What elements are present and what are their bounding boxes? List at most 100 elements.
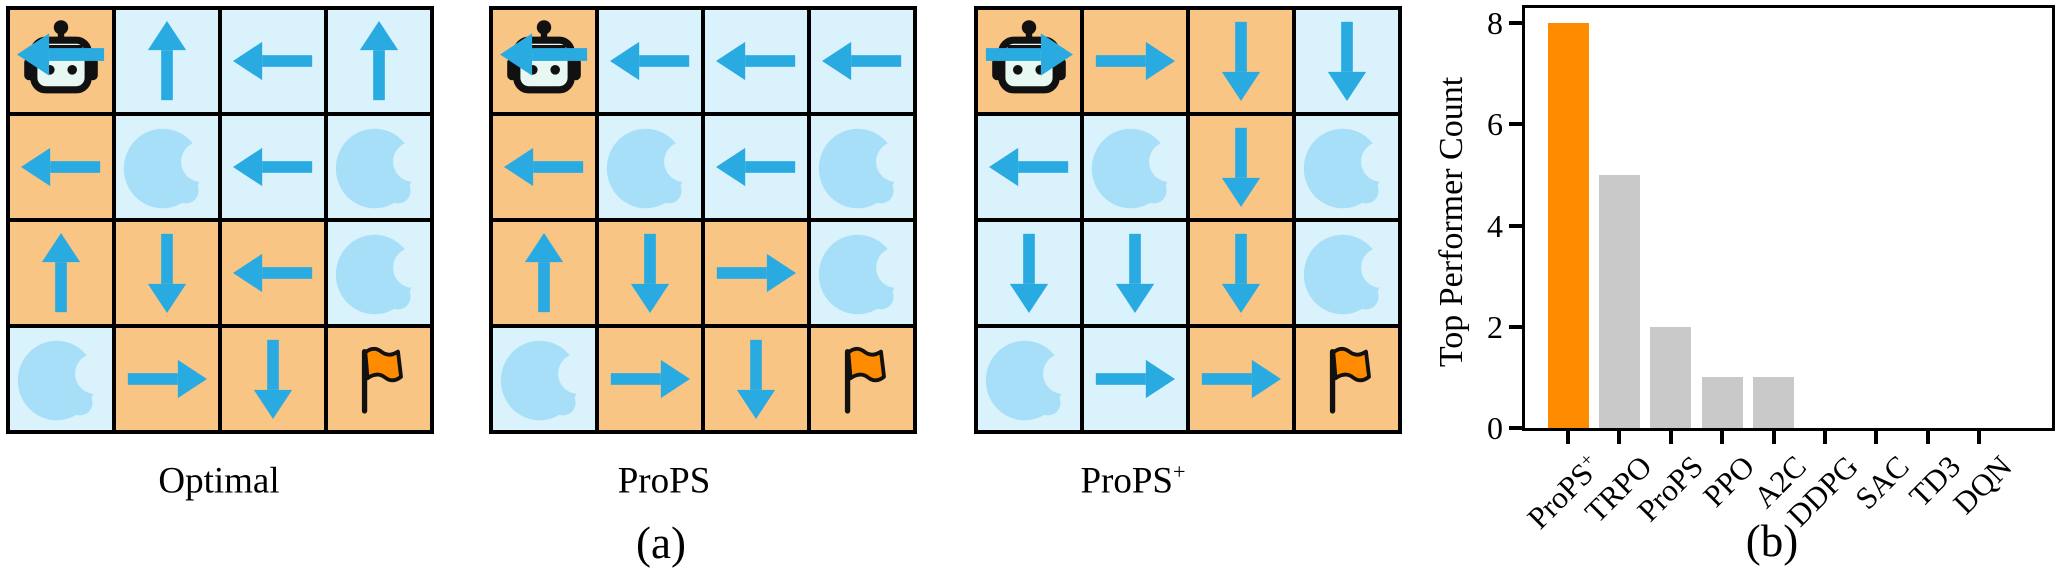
hole-icon xyxy=(1303,128,1396,208)
left-arrow-icon xyxy=(714,142,798,192)
hole-icon xyxy=(818,128,911,208)
left-arrow-icon xyxy=(987,142,1071,192)
grid-cell-arrow-left xyxy=(10,116,112,218)
grid-cell-arrow-down xyxy=(1084,222,1186,324)
y-tick-mark xyxy=(1509,224,1522,228)
grid-cell-arrow-right xyxy=(1084,328,1186,430)
grid-cell-arrow-right xyxy=(1190,328,1292,430)
down-arrow-icon xyxy=(1216,125,1266,209)
hole-icon xyxy=(500,340,593,420)
arrow-glyph xyxy=(1327,21,1367,101)
grid-cell-arrow-left xyxy=(493,116,595,218)
down-arrow-icon xyxy=(1004,231,1054,315)
right-arrow-icon xyxy=(1199,354,1283,404)
arrow-glyph xyxy=(504,147,584,187)
right-arrow-icon xyxy=(1093,36,1177,86)
grid-cell-arrow-down xyxy=(705,328,807,430)
up-arrow-icon xyxy=(142,19,192,103)
hole-icon xyxy=(17,340,110,420)
down-arrow-icon xyxy=(1110,231,1160,315)
gridworld-optimal xyxy=(6,6,434,434)
flag-icon xyxy=(361,346,403,414)
left-arrow-icon xyxy=(231,248,315,298)
grid-cell-arrow-right xyxy=(1084,10,1186,112)
grid-cell-hole xyxy=(811,222,913,324)
bar-PPO xyxy=(1701,377,1743,428)
y-tick-label-0: 0 xyxy=(1487,410,1503,446)
grid-cell-arrow-up xyxy=(328,10,430,112)
arrow-glyph xyxy=(1201,359,1281,399)
arrow-glyph xyxy=(1221,233,1261,313)
grid-cell-arrow-left xyxy=(978,116,1080,218)
arrow-glyph xyxy=(127,359,207,399)
down-arrow-icon xyxy=(625,231,675,315)
down-arrow-icon xyxy=(731,337,781,421)
hole-icon xyxy=(123,128,216,208)
up-arrow-icon xyxy=(354,19,404,103)
grid-cell-arrow-left xyxy=(222,222,324,324)
arrow-glyph xyxy=(822,41,902,81)
flag-icon xyxy=(1329,346,1371,414)
arrow-glyph xyxy=(1115,233,1155,313)
grid-caption-props-plus: ProPS+ xyxy=(919,459,1347,499)
x-tick-mark xyxy=(1874,431,1879,444)
y-tick-label-6: 6 xyxy=(1487,106,1503,142)
grid-cell-arrow-down xyxy=(1190,116,1292,218)
down-arrow-icon xyxy=(1216,231,1266,315)
arrow-glyph xyxy=(630,233,670,313)
gridworld-props xyxy=(489,6,917,434)
grid-caption-props: ProPS xyxy=(450,461,878,499)
grid-cell-arrow-left xyxy=(222,10,324,112)
right-arrow-icon xyxy=(714,248,798,298)
left-arrow-icon xyxy=(231,142,315,192)
arrow-glyph xyxy=(17,33,105,76)
y-tick-mark xyxy=(1509,122,1522,126)
grid-cell-hole xyxy=(116,116,218,218)
arrow-glyph xyxy=(41,233,81,313)
bar-ProPS+ xyxy=(1547,23,1589,428)
arrow-glyph xyxy=(610,41,690,81)
grid-cell-arrow-left xyxy=(705,10,807,112)
y-tick-mark xyxy=(1509,21,1522,25)
grid-cell-arrow-left xyxy=(705,116,807,218)
agent-action-arrow-icon xyxy=(983,27,1075,82)
x-tick-label-PPO: PPO xyxy=(1696,448,1762,514)
left-arrow-icon xyxy=(820,36,904,86)
x-tick-label-SAC: SAC xyxy=(1848,448,1916,516)
grid-cell-arrow-left xyxy=(599,10,701,112)
arrow-glyph xyxy=(500,33,588,76)
left-arrow-icon xyxy=(608,36,692,86)
grid-cell-flag xyxy=(1296,328,1398,430)
grid-cell-hole xyxy=(1084,116,1186,218)
down-arrow-icon xyxy=(142,231,192,315)
arrow-glyph xyxy=(359,21,399,101)
arrow-glyph xyxy=(233,41,313,81)
grid-cell-arrow-down xyxy=(1190,10,1292,112)
arrow-glyph xyxy=(736,339,776,419)
hole-icon xyxy=(1091,128,1184,208)
agent-action-arrow-icon xyxy=(15,27,107,82)
grid-cell-arrow-right xyxy=(116,328,218,430)
flag-icon xyxy=(844,346,886,414)
gridworld-props-plus xyxy=(974,6,1402,434)
grid-cell-arrow-down xyxy=(1296,10,1398,112)
right-arrow-icon xyxy=(1093,354,1177,404)
arrow-glyph xyxy=(716,41,796,81)
arrow-glyph xyxy=(985,33,1073,76)
bar-chart-plot-area xyxy=(1522,5,2055,431)
arrow-glyph xyxy=(1009,233,1049,313)
grid-cell-hole xyxy=(328,116,430,218)
grid-cell-arrow-up xyxy=(116,10,218,112)
grid-caption-text: ProPS xyxy=(617,460,711,502)
arrow-glyph xyxy=(147,233,187,313)
x-tick-mark xyxy=(1977,431,1982,444)
grid-cell-flag xyxy=(328,328,430,430)
bar-TRPO xyxy=(1598,175,1640,428)
grid-caption-sup: + xyxy=(1173,459,1186,484)
down-arrow-icon xyxy=(1322,19,1372,103)
up-arrow-icon xyxy=(519,231,569,315)
x-tick-label-DQN: DQN xyxy=(1946,448,2019,521)
grid-cell-hole xyxy=(599,116,701,218)
left-arrow-icon xyxy=(502,142,586,192)
